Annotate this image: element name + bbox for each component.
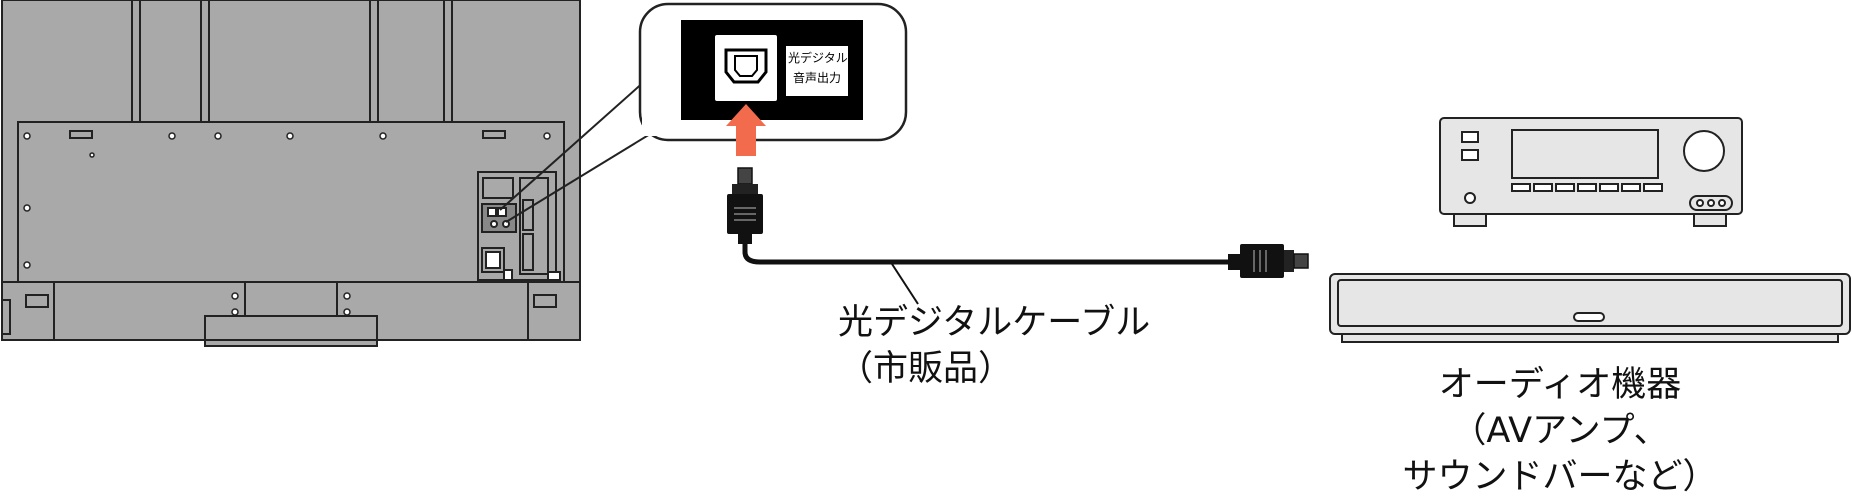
cable-label-line1: 光デジタルケーブル xyxy=(838,303,1151,343)
audio-device-label: オーディオ機器 （AVアンプ、 サウンドバーなど） xyxy=(1395,362,1725,500)
tv-back-illustration xyxy=(1,0,581,347)
audio-device-label-line2: （AVアンプ、 xyxy=(1451,411,1669,451)
optical-cable xyxy=(727,167,1309,305)
port-callout xyxy=(499,2,908,223)
port-label: 光デジタル 音声出力 xyxy=(788,48,848,96)
port-label-line2: 音声出力 xyxy=(792,71,841,85)
port-label-line1: 光デジタル xyxy=(788,51,848,65)
optical-plug-icon xyxy=(1228,244,1309,278)
optical-plug-icon xyxy=(727,167,763,244)
av-amplifier-icon xyxy=(1439,117,1743,227)
cable-label: 光デジタルケーブル （市販品） xyxy=(838,300,1150,392)
soundbar-icon xyxy=(1329,273,1851,343)
up-arrow-icon xyxy=(726,104,766,156)
audio-device-label-line1: オーディオ機器 xyxy=(1438,365,1682,405)
audio-device-label-line3: サウンドバーなど） xyxy=(1402,457,1718,497)
cable-label-line2: （市販品） xyxy=(838,349,1014,389)
optical-port-icon xyxy=(713,33,779,103)
